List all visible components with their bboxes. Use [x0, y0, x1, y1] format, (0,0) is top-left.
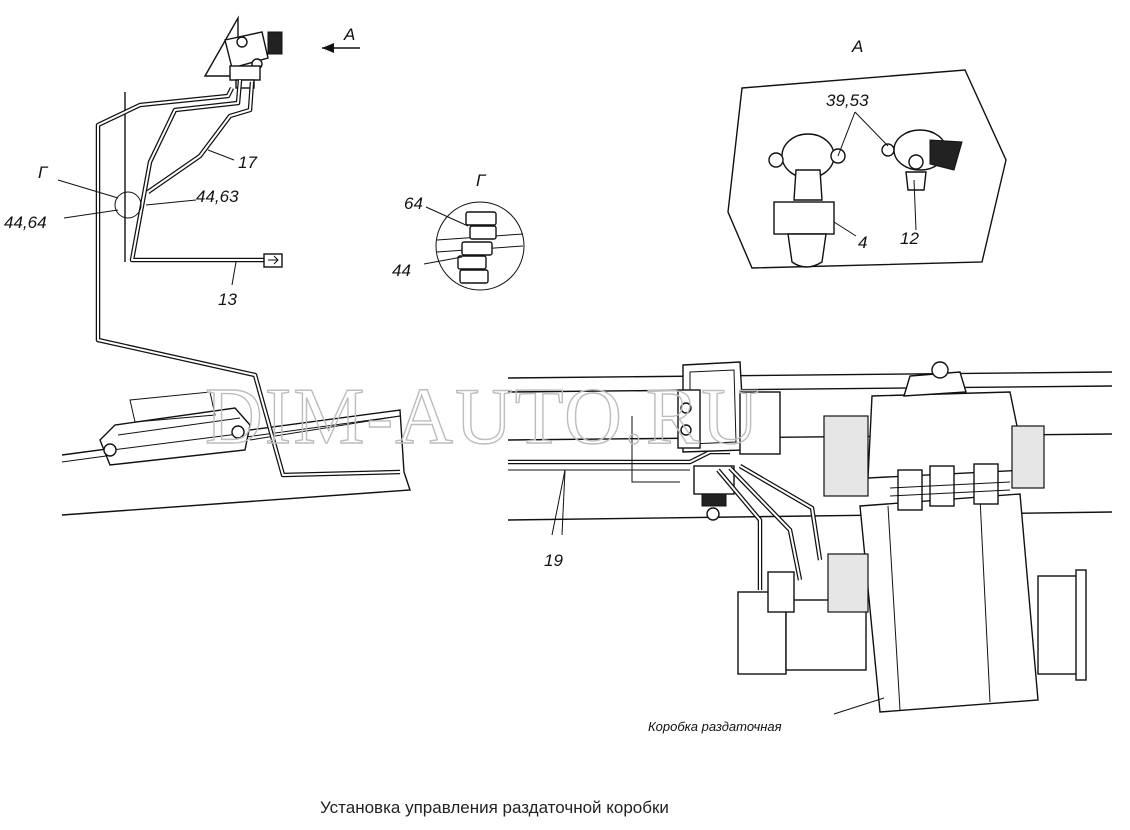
label-4: 4 [858, 233, 867, 252]
label-g-marker: Г [38, 163, 49, 182]
detail-g-marker-circle [114, 191, 142, 219]
valve-upper-assembly [203, 15, 283, 89]
watermark: DIM-AUTO.RU [205, 373, 761, 461]
transfer-case-label: Коробка раздаточная [648, 719, 782, 734]
transfer-case [737, 361, 1087, 713]
leader-lines-left [57, 149, 237, 286]
label-44: 44 [392, 261, 411, 280]
view-a-arrow-label: А [343, 25, 355, 44]
control-hoses-to-case [716, 464, 823, 590]
label-17: 17 [238, 153, 257, 172]
view-a-detail [727, 69, 1007, 269]
pipe-13-fitting [263, 253, 283, 268]
transfer-case-leader [833, 697, 885, 715]
label-44-63: 44,63 [196, 187, 239, 206]
cab-floor-section [61, 92, 411, 516]
view-a-arrow [322, 43, 360, 53]
label-12: 12 [900, 229, 919, 248]
label-44-64: 44,64 [4, 213, 47, 232]
label-64: 64 [404, 194, 423, 213]
label-13: 13 [218, 290, 237, 309]
pipe-19 [508, 449, 730, 536]
label-19: 19 [544, 551, 563, 570]
detail-g-title: Г [476, 171, 487, 190]
hose-17 [129, 79, 265, 263]
detail-g-view [423, 201, 525, 291]
view-a-title: А [851, 37, 863, 56]
figure-caption: Установка управления раздаточной коробки [320, 798, 669, 817]
label-39-53: 39,53 [826, 91, 869, 110]
valve-bracket [631, 361, 781, 521]
hose-44-64 [95, 86, 401, 478]
